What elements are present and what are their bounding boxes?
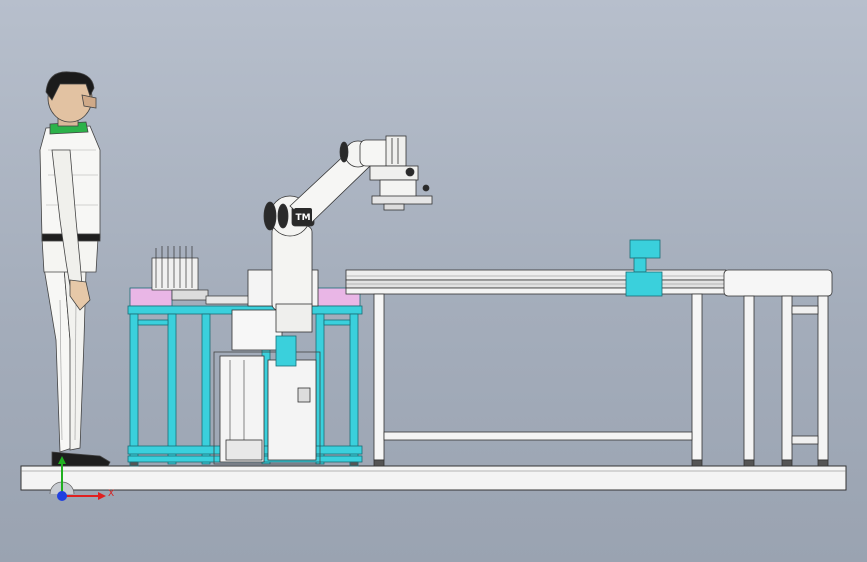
parts-rack [151,246,263,305]
robot-badge-text: TM [295,213,310,223]
human-figure [39,71,111,467]
coordinate-triad: X [49,456,114,501]
right-table [723,269,833,467]
robot-arm [263,135,433,333]
robot-badge: TM [294,208,312,224]
base-platform [20,465,847,491]
conveyor-table [345,269,727,467]
robot-stand [213,269,321,465]
slide-carriage [625,239,663,297]
x-axis-label: X [108,489,114,499]
